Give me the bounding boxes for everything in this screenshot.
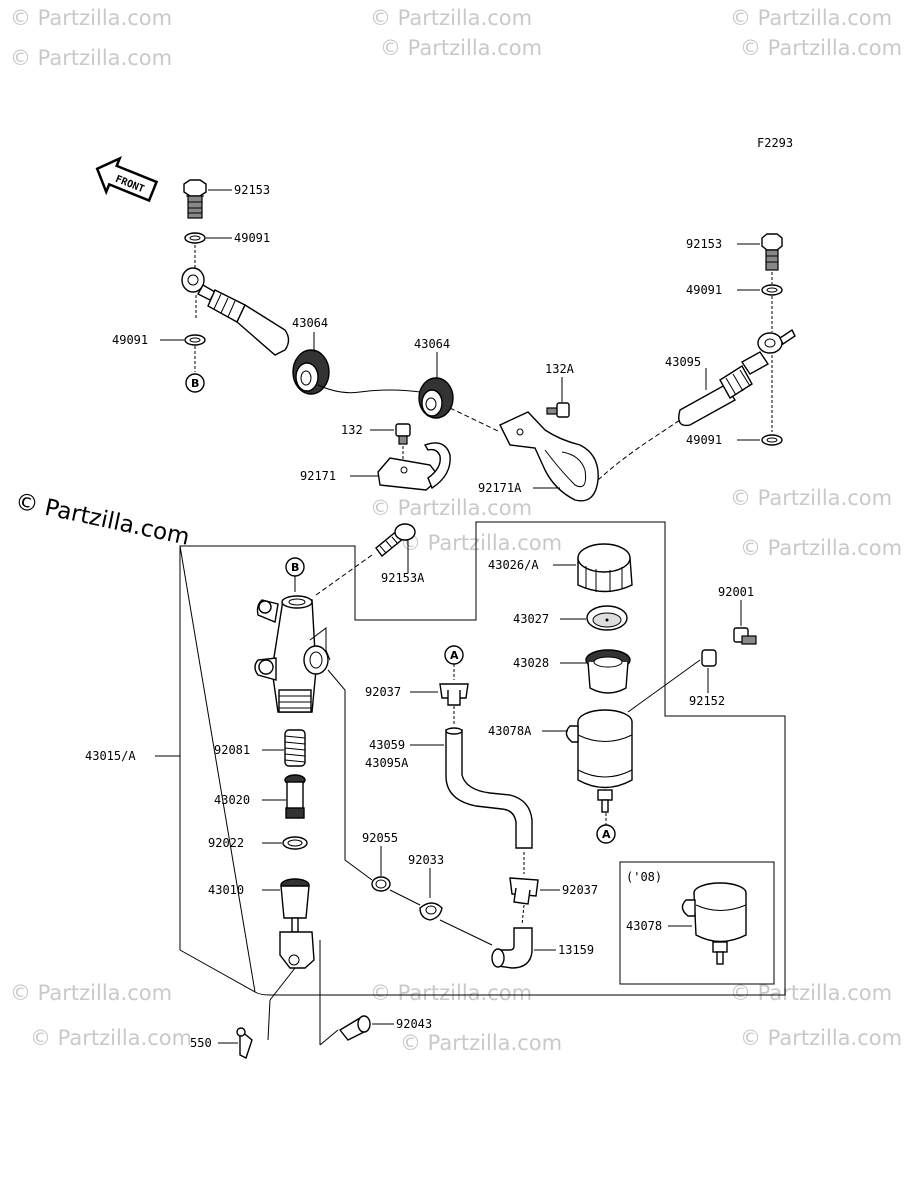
label-43027: 43027 — [513, 612, 549, 626]
label-92152: 92152 — [689, 694, 725, 708]
label-92153-right: 92153 — [686, 237, 722, 251]
svg-text:B: B — [191, 377, 199, 390]
label-43078A: 43078A — [488, 724, 532, 738]
svg-text:A: A — [602, 828, 611, 841]
label-43078: 43078 — [626, 919, 662, 933]
watermark-layer: © Partzilla.com © Partzilla.com © Partzi… — [10, 6, 902, 1055]
svg-text:A: A — [450, 649, 459, 662]
figure-code: F2293 — [757, 136, 793, 150]
watermark: © Partzilla.com — [730, 6, 892, 30]
diaphragm-43028 — [585, 649, 631, 694]
watermark: © Partzilla.com — [10, 981, 172, 1005]
spring-92081 — [284, 729, 306, 767]
cotter-pin-550 — [236, 1027, 253, 1059]
label-92171: 92171 — [300, 469, 336, 483]
bolt-132A — [546, 402, 570, 418]
clamp-92037-bot — [509, 877, 539, 905]
ref-marker-b-mid: B — [285, 557, 305, 577]
reservoir-43078A — [565, 709, 633, 813]
watermark: © Partzilla.com — [740, 36, 902, 60]
label-92171A: 92171A — [478, 481, 522, 495]
front-arrow-icon: FRONT — [95, 155, 159, 203]
piston-43020 — [284, 774, 306, 819]
watermark: © Partzilla.com — [10, 46, 172, 70]
bolt-92153-left — [183, 179, 207, 219]
watermark: © Partzilla.com — [400, 1031, 562, 1055]
bracket-92171A — [499, 411, 599, 502]
cap-43026A — [577, 543, 633, 593]
svg-text:B: B — [291, 561, 299, 574]
label-43015A: 43015/A — [85, 749, 136, 763]
label-49091-right-top: 49091 — [686, 283, 722, 297]
label-550: 550 — [190, 1036, 212, 1050]
label-92022: 92022 — [208, 836, 244, 850]
label-92153-left: 92153 — [234, 183, 270, 197]
label-92033: 92033 — [408, 853, 444, 867]
label-43020: 43020 — [214, 793, 250, 807]
watermark: © Partzilla.com — [370, 496, 532, 520]
banjo-bolt-92153A — [375, 523, 416, 558]
bolt-92001 — [733, 627, 757, 645]
hose-fitting-43095 — [678, 328, 796, 427]
reservoir-43078 — [681, 882, 747, 965]
elbow-13159 — [491, 927, 533, 969]
collar-92152 — [701, 649, 717, 667]
ref-marker-b-top: B — [185, 373, 205, 393]
label-92001: 92001 — [718, 585, 754, 599]
label-92037-bot: 92037 — [562, 883, 598, 897]
variant-label: ('08) — [626, 870, 662, 884]
watermark: © Partzilla.com — [10, 6, 172, 30]
circlip-92022 — [282, 836, 308, 850]
label-43059: 43059 — [369, 738, 405, 752]
ref-marker-a-left: A — [444, 645, 464, 665]
label-132: 132 — [341, 423, 363, 437]
master-cylinder-body — [254, 595, 329, 713]
label-132A: 132A — [545, 362, 575, 376]
assembly-group-outline — [179, 521, 786, 996]
watermark: © Partzilla.com — [370, 981, 532, 1005]
bolt-132 — [395, 423, 411, 445]
watermark: © Partzilla.com — [730, 981, 892, 1005]
label-92081: 92081 — [214, 743, 250, 757]
label-43095: 43095 — [665, 355, 701, 369]
watermark: © Partzilla.com — [730, 486, 892, 510]
label-49091-left-bot: 49091 — [112, 333, 148, 347]
plate-43027 — [586, 605, 628, 631]
watermark: © Partzilla.com — [30, 1026, 192, 1050]
push-rod-43010 — [279, 878, 315, 969]
hose-fitting-43064-left — [181, 267, 290, 356]
label-92055: 92055 — [362, 831, 398, 845]
label-49091-left-top: 49091 — [234, 231, 270, 245]
label-49091-right-bot: 49091 — [686, 433, 722, 447]
label-13159: 13159 — [558, 943, 594, 957]
label-43010: 43010 — [208, 883, 244, 897]
label-92043: 92043 — [396, 1017, 432, 1031]
watermark: © Partzilla.com — [740, 1026, 902, 1050]
watermark: © Partzilla.com — [380, 36, 542, 60]
watermark: © Partzilla.com — [370, 6, 532, 30]
variant-box-08 — [619, 861, 775, 985]
bolt-92153-right — [761, 233, 783, 271]
copyright-watermark: © Partzilla.com — [13, 488, 192, 550]
label-92037-top: 92037 — [365, 685, 401, 699]
label-43028: 43028 — [513, 656, 549, 670]
bracket-92171 — [377, 442, 451, 491]
watermark: © Partzilla.com — [400, 531, 562, 555]
grommet-43064-mid — [418, 377, 454, 419]
watermark: © Partzilla.com — [740, 536, 902, 560]
o-ring-92055 — [371, 876, 391, 892]
clamp-92037-top — [439, 683, 469, 706]
circlip-92033 — [419, 902, 443, 921]
hose-43059 — [445, 727, 533, 849]
grommet-43064-left — [292, 349, 330, 395]
label-43095A: 43095A — [365, 756, 409, 770]
label-43026A: 43026/A — [488, 558, 539, 572]
label-92153A: 92153A — [381, 571, 425, 585]
label-43064-mid: 43064 — [414, 337, 450, 351]
pin-92043 — [338, 1015, 371, 1041]
label-43064-left: 43064 — [292, 316, 328, 330]
ref-marker-a-right: A — [596, 824, 616, 844]
